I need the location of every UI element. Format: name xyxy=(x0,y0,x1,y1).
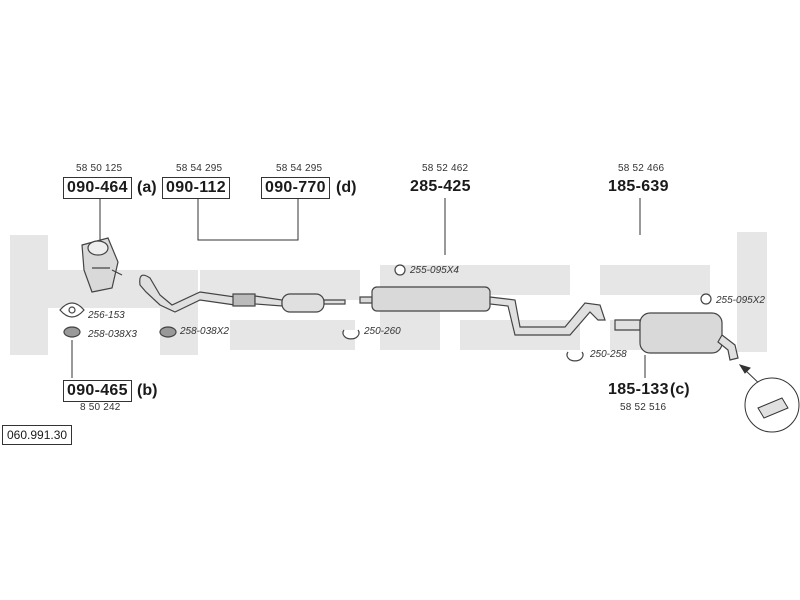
watermark-bar xyxy=(600,265,710,295)
part-ref: 58 52 462 xyxy=(422,163,469,174)
watermark-bar xyxy=(230,320,355,350)
flex-joint xyxy=(232,293,256,307)
muffler-body xyxy=(639,312,723,354)
accessory-label[interactable]: 258-038X2 xyxy=(180,326,229,337)
accessory-label[interactable]: 258-038X3 xyxy=(88,329,137,340)
front-pipe xyxy=(139,274,346,313)
accessory-icons xyxy=(59,264,712,362)
diagram-number: 060.991.30 xyxy=(2,425,73,445)
watermark-bar xyxy=(10,235,48,355)
part-ref: 58 50 125 xyxy=(76,163,123,174)
accessory-label[interactable]: 250-258 xyxy=(590,349,627,360)
part-ref: 58 54 295 xyxy=(276,163,323,174)
leader-line xyxy=(197,198,299,241)
ring-icon xyxy=(159,326,177,338)
hanger-icon xyxy=(700,293,712,305)
accessory-label[interactable]: 250-260 xyxy=(364,326,401,337)
watermark-bar xyxy=(737,232,767,352)
silencer-body xyxy=(371,286,491,312)
part-number[interactable]: 185-133 xyxy=(608,381,669,398)
accessory-label[interactable]: 255-095X4 xyxy=(410,265,459,276)
part-ref: 58 52 466 xyxy=(618,163,665,174)
part-number[interactable]: 090-465 xyxy=(63,380,132,402)
pipe-section xyxy=(489,296,606,336)
rear-muffler xyxy=(614,312,739,361)
part-ref: 58 54 295 xyxy=(176,163,223,174)
pipe-section xyxy=(614,319,641,331)
accessory-label[interactable]: 256-153 xyxy=(88,310,125,321)
ring-icon xyxy=(63,326,81,338)
catalytic-converter xyxy=(81,237,123,293)
tailpipe-detail xyxy=(738,364,800,433)
part-number[interactable]: 090-464 xyxy=(63,177,132,199)
center-silencer xyxy=(359,286,606,336)
part-ref: 8 50 242 xyxy=(80,402,121,413)
part-suffix: (d) xyxy=(336,179,357,196)
gasket-hole xyxy=(68,306,76,314)
resonator xyxy=(281,293,325,313)
converter-outlet xyxy=(111,269,123,276)
watermark-bar xyxy=(160,270,198,355)
tailpipe xyxy=(717,334,739,361)
arrow-head-icon xyxy=(738,364,751,374)
part-suffix: (b) xyxy=(137,382,158,399)
clamp-icon xyxy=(342,329,360,340)
converter-flange xyxy=(87,240,109,256)
part-suffix: (c) xyxy=(670,381,690,398)
pipe-section xyxy=(359,296,373,304)
accessory-label[interactable]: 255-095X2 xyxy=(716,295,765,306)
watermark-bar xyxy=(200,270,360,300)
part-number[interactable]: 090-770 xyxy=(261,177,330,199)
leader-lines xyxy=(71,198,646,378)
pipe-section xyxy=(139,274,236,313)
pipe-section xyxy=(323,299,346,305)
tailpipe-tip xyxy=(757,397,789,419)
part-ref: 58 52 516 xyxy=(620,402,667,413)
part-number[interactable]: 285-425 xyxy=(410,178,471,195)
part-number[interactable]: 090-112 xyxy=(162,177,230,199)
hanger-icon xyxy=(394,264,406,276)
part-suffix: (a) xyxy=(137,179,157,196)
part-number[interactable]: 185-639 xyxy=(608,178,669,195)
clamp-icon xyxy=(566,351,584,362)
